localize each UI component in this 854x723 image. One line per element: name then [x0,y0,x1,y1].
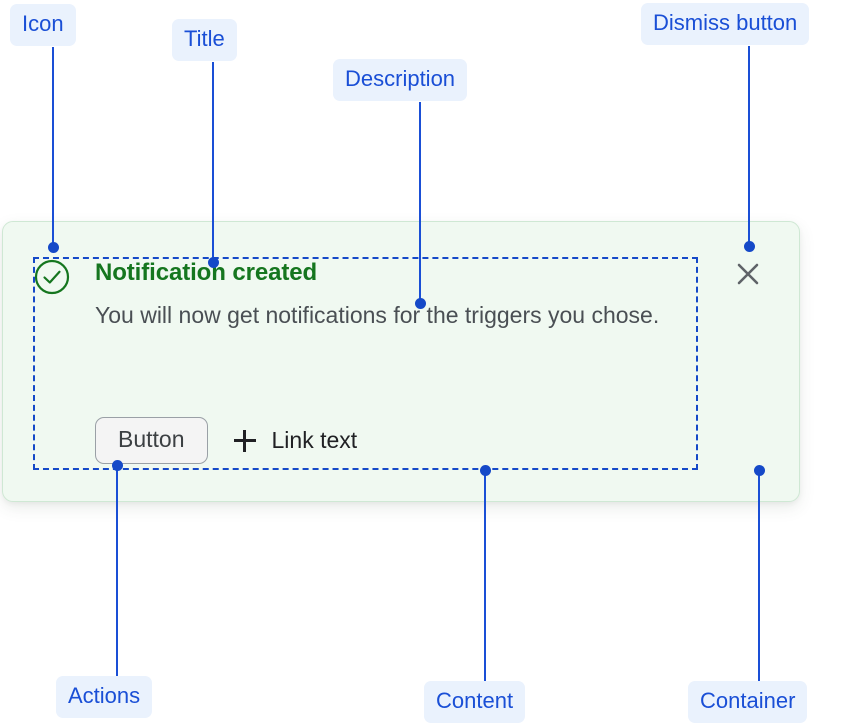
leader-dot-dismiss [743,240,755,252]
annotation-label-content: Content [424,681,526,723]
leader-dot-description [414,297,426,309]
annotation-label-actions: Actions [56,676,153,718]
dismiss-button[interactable] [733,259,763,289]
leader-dot-container [753,464,765,476]
leader-line-dismiss [748,46,750,246]
leader-line-icon [52,47,54,247]
notification-body: Notification created You will now get no… [95,258,695,335]
action-button[interactable]: Button [95,417,208,465]
leader-dot-actions [111,459,123,471]
leader-line-content [484,470,486,681]
notification-description: You will now get notifications for the t… [95,302,660,328]
leader-dot-content [479,464,491,476]
notification-title: Notification created [95,259,318,286]
annotation-label-icon: Icon [10,4,76,46]
leader-dot-icon [47,241,59,253]
plus-icon [233,429,256,452]
annotation-label-title: Title [172,19,237,61]
leader-line-actions [116,465,118,676]
leader-line-title [212,62,214,262]
annotation-label-dismiss: Dismiss button [641,3,810,45]
notification-actions: Button Link text [95,417,358,465]
annotation-label-description: Description [333,59,468,101]
action-link[interactable]: Link text [233,427,358,454]
leader-line-description [419,102,421,303]
leader-dot-title [207,256,219,268]
success-check-circle-icon [33,258,71,296]
close-x-icon [737,263,759,285]
annotation-label-container: Container [688,681,808,723]
leader-line-container [758,470,760,681]
action-link-label: Link text [271,427,358,454]
